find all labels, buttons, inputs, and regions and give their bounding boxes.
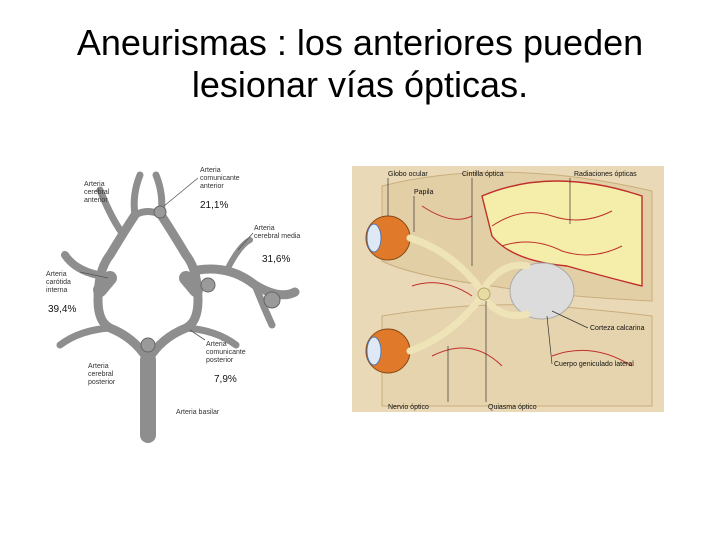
optic-chiasm bbox=[478, 288, 490, 300]
label-basilar: Arteria basilar bbox=[176, 409, 220, 416]
label-mca-2: cerebral media bbox=[254, 233, 300, 240]
pct-mca: 31,6% bbox=[262, 254, 290, 265]
pct-pcom: 7,9% bbox=[214, 374, 237, 385]
label-mca-1: Arteria bbox=[254, 225, 275, 232]
label-quiasma-optico: Quiasma óptico bbox=[488, 404, 537, 411]
label-pcom-2: comunicante bbox=[206, 349, 246, 356]
circle-of-willis-diagram: Arteria comunicante anterior Arteria cer… bbox=[40, 160, 320, 450]
optic-pathway-figure: Globo ocular Papila Cintilla óptica Radi… bbox=[352, 166, 664, 412]
aneurysm-acom bbox=[154, 206, 166, 218]
circle-of-willis-figure: Arteria comunicante anterior Arteria cer… bbox=[40, 160, 320, 450]
aneurysm-mca-distal bbox=[264, 292, 280, 308]
aneurysm-mca bbox=[201, 278, 215, 292]
aneurysm-basilar bbox=[141, 338, 155, 352]
label-corteza-calcarina: Corteza calcarina bbox=[590, 325, 645, 332]
label-ica-2: carótida bbox=[46, 279, 71, 286]
label-cuerpo-geniculado: Cuerpo geniculado lateral bbox=[554, 361, 634, 368]
label-pcom-1: Arteria bbox=[206, 341, 227, 348]
label-pcom-3: posterior bbox=[206, 357, 234, 364]
vessel-network bbox=[60, 175, 295, 435]
eyeball-top bbox=[366, 216, 410, 260]
label-ica-3: interna bbox=[46, 287, 68, 294]
label-pca-3: posterior bbox=[88, 379, 116, 386]
label-globo-ocular: Globo ocular bbox=[388, 171, 428, 178]
label-acom-2: comunicante bbox=[200, 175, 240, 182]
label-ica-1: Arteria bbox=[46, 271, 67, 278]
label-aca-3: anterior bbox=[84, 197, 108, 204]
label-radiaciones-opticas: Radiaciones ópticas bbox=[574, 171, 637, 178]
eyeball-bottom bbox=[366, 329, 410, 373]
label-nervio-optico: Nervio óptico bbox=[388, 404, 429, 411]
optic-pathway-diagram: Globo ocular Papila Cintilla óptica Radi… bbox=[352, 166, 664, 412]
slide-title: Aneurismas : los anteriores pueden lesio… bbox=[0, 22, 720, 106]
pct-ica: 39,4% bbox=[48, 304, 76, 315]
label-aca-2: cerebral bbox=[84, 189, 110, 196]
label-acom-1: Arteria bbox=[200, 167, 221, 174]
lateral-geniculate-body bbox=[510, 263, 574, 319]
label-pca-2: cerebral bbox=[88, 371, 114, 378]
label-pca-1: Arteria bbox=[88, 363, 109, 370]
label-acom-3: anterior bbox=[200, 183, 224, 190]
title-line-1: Aneurismas : los anteriores pueden bbox=[0, 22, 720, 64]
pct-acom: 21,1% bbox=[200, 200, 228, 211]
title-line-2: lesionar vías ópticas. bbox=[0, 64, 720, 106]
label-papila: Papila bbox=[414, 189, 434, 196]
label-aca-1: Arteria bbox=[84, 181, 105, 188]
label-cintilla-optica: Cintilla óptica bbox=[462, 171, 504, 178]
